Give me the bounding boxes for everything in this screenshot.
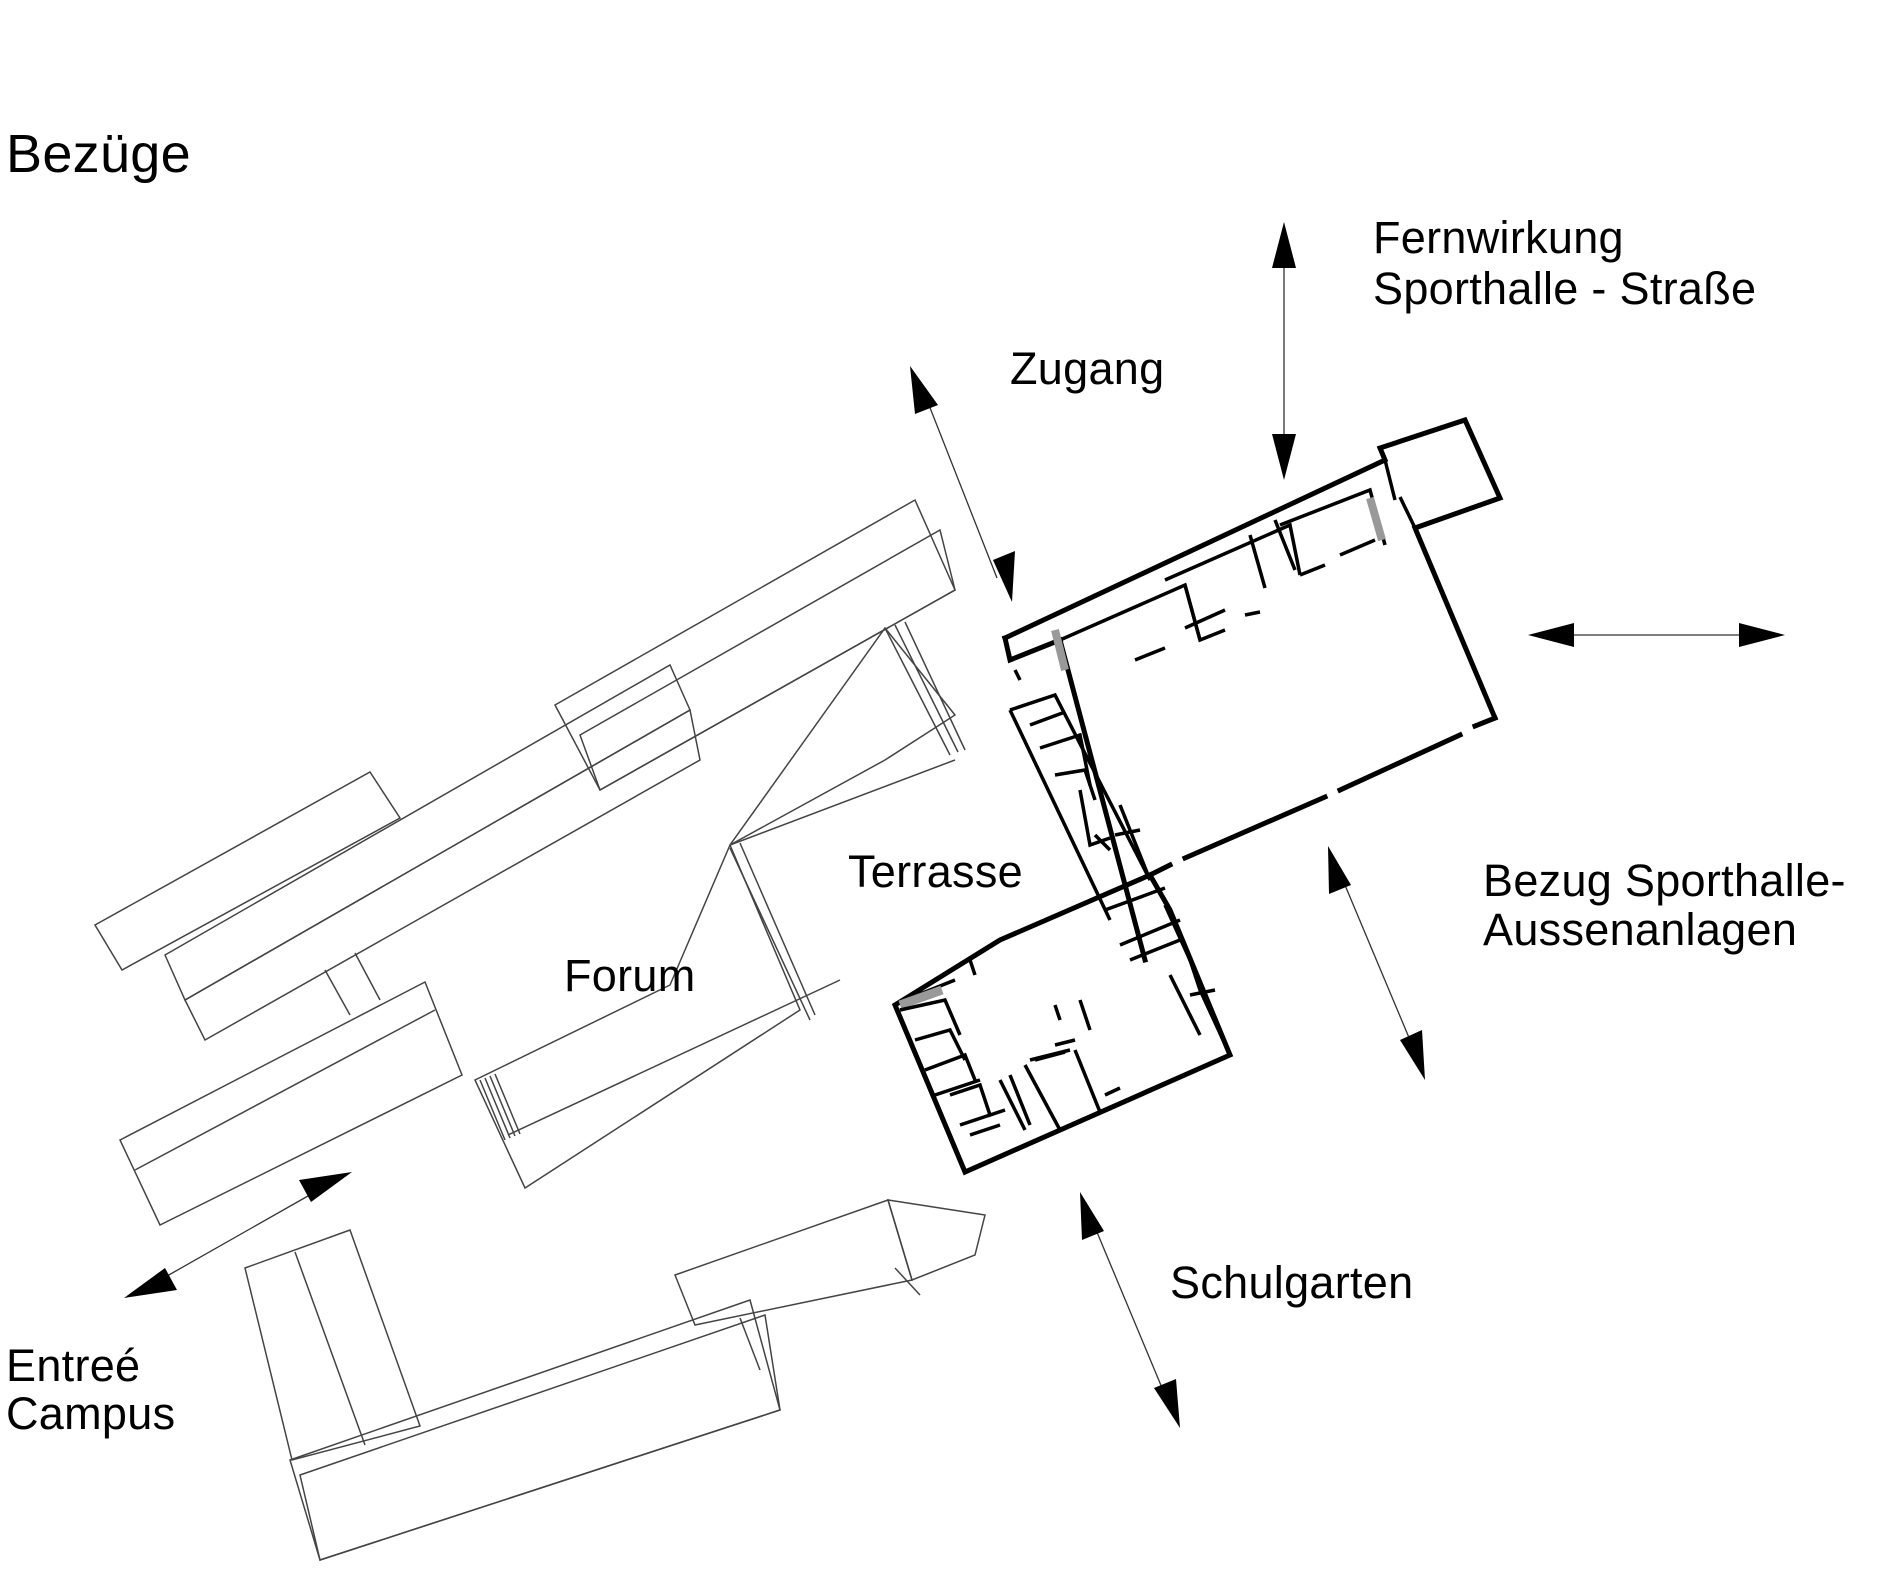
label-fernwirkung-line2: Sporthalle - Straße [1373,263,1757,314]
arrow-schulgarten [1080,1192,1180,1428]
label-bezug-line2: Aussenanlagen [1483,904,1798,955]
label-schulgarten: Schulgarten [1170,1257,1414,1308]
label-entree-line1: Entreé [6,1340,141,1391]
page-title: Bezüge [6,124,191,184]
arrow-east [1528,623,1785,647]
label-fernwirkung-line1: Fernwirkung [1373,212,1624,263]
existing-building-south [244,1199,986,1561]
existing-building-connector [324,952,381,1016]
label-entree-line2: Campus [6,1388,176,1439]
label-bezug-line1: Bezug Sporthalle- [1483,855,1846,906]
sports-hall [891,416,1504,1176]
arrow-fernwirkung [1272,222,1296,480]
label-terrasse: Terrasse [848,846,1023,897]
existing-building-west-bar [93,663,701,1042]
existing-building-southwest [119,980,463,1227]
label-forum: Forum [564,950,696,1001]
arrow-bezug-aussenanlagen [1328,846,1425,1080]
arrow-zugang [910,366,1015,602]
label-zugang: Zugang [1010,343,1165,394]
arrow-entree-campus [124,1172,352,1298]
forum-building [474,621,966,1190]
existing-building-north [553,498,956,792]
